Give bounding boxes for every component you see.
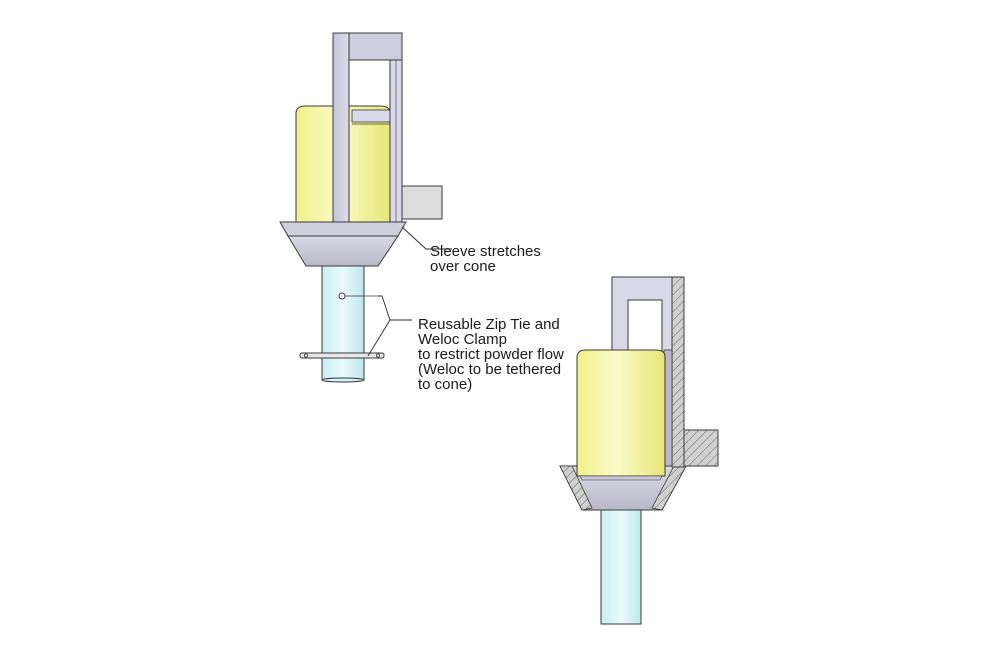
- sleeve-callout-line1: Sleeve stretches: [430, 243, 541, 260]
- left-frame: [332, 32, 443, 224]
- zip-tie-callout-line5: to cone): [418, 376, 473, 393]
- left-feed-tube: [321, 261, 365, 383]
- right-assembly: [559, 276, 719, 625]
- weloc-pin: [338, 292, 378, 300]
- left-cone: [279, 221, 407, 267]
- right-canister: [576, 349, 666, 481]
- right-feed-tube: [600, 509, 642, 625]
- zip-tie-callout-line1: Reusable Zip Tie and: [418, 316, 560, 333]
- zip-tie-clamp: [299, 352, 385, 359]
- zip-tie-callout-line2: Weloc Clamp: [418, 331, 507, 348]
- zip-tie-callout-line4: (Weloc to be tethered: [418, 361, 562, 378]
- left-leader-lines: [367, 226, 452, 357]
- sleeve-callout-line2: over cone: [430, 258, 496, 275]
- zip-tie-callout: Reusable Zip Tie and Weloc Clamp to rest…: [418, 317, 564, 392]
- zip-tie-callout-line3: to restrict powder flow: [418, 346, 564, 363]
- left-assembly: [279, 32, 452, 383]
- sleeve-callout: Sleeve stretches over cone: [430, 244, 541, 274]
- right-frame: [611, 276, 719, 468]
